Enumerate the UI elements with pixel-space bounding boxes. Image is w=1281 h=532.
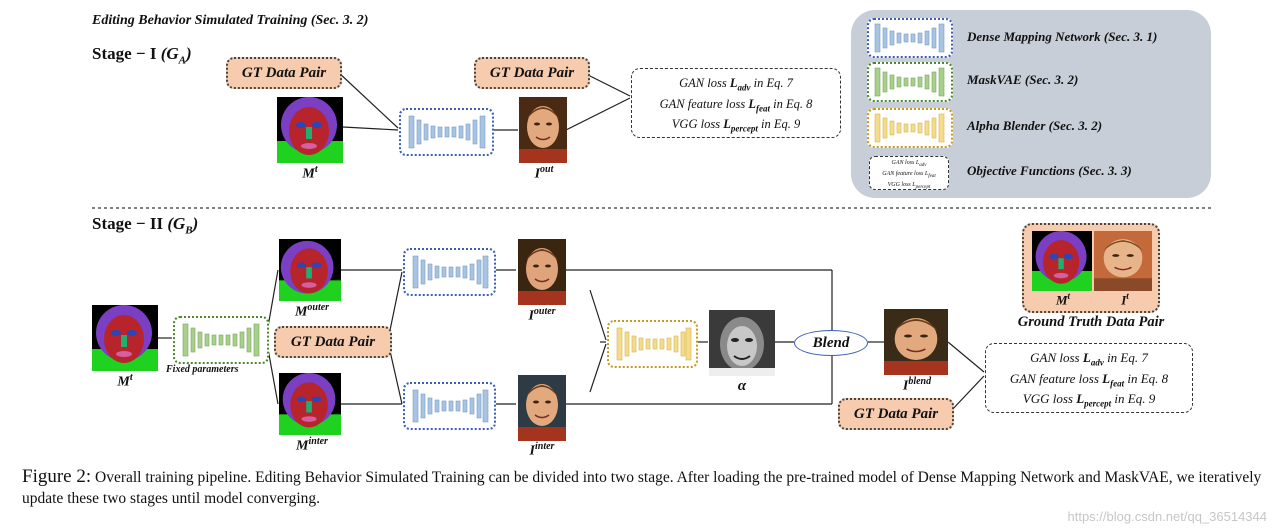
stage1-mask-label: Mt xyxy=(302,164,318,182)
stage1-label-text: Stage − I xyxy=(92,44,157,63)
figure-number: Figure 2: xyxy=(22,466,92,487)
stage1-gt-data-pair-left: GT Data Pair xyxy=(226,57,342,89)
stage2-loss-line: GAN loss Ladv in Eq. 7 xyxy=(1030,350,1148,368)
stage2-gt-data-pair-right: GT Data Pair xyxy=(838,398,954,430)
face-photo-graphic xyxy=(519,97,567,163)
ground-truth-photo-image xyxy=(1094,231,1152,291)
stage2-input-mask-label: Mt xyxy=(117,372,133,390)
legend-item-objective-functions: Objective Functions (Sec. 3. 3) xyxy=(967,163,1132,178)
stage2-maskvae-network xyxy=(173,316,269,364)
header-title-ref: (Sec. 3. 2) xyxy=(310,13,369,28)
ground-truth-pair-box: Mt It xyxy=(1022,223,1160,313)
stage2-blend-label: Iblend xyxy=(902,376,932,394)
stage2-label-text: Stage − II xyxy=(92,214,164,233)
fixed-parameters-label: Fixed parameters xyxy=(166,364,239,375)
ground-truth-photo-label: It xyxy=(1121,291,1129,308)
legend-item-maskvae: MaskVAE (Sec. 3. 2) xyxy=(967,72,1079,87)
stage1-loss-line: GAN loss Ladv in Eq. 7 xyxy=(679,76,793,93)
stage2-blend-image xyxy=(884,309,948,375)
stage1-label: Stage − I (GA) xyxy=(92,44,192,66)
blend-node: Blend xyxy=(794,330,868,356)
legend-item-dense-mapping: Dense Mapping Network (Sec. 3. 1) xyxy=(967,29,1158,44)
legend-item-alpha-blender: Alpha Blender (Sec. 3. 2) xyxy=(967,118,1103,133)
stage2-loss-line: VGG loss Lpercept in Eq. 9 xyxy=(1022,391,1156,409)
stage2-image-inter xyxy=(517,375,567,441)
stage1-gt-data-pair-right: GT Data Pair xyxy=(474,57,590,89)
stage2-image-inter-label: Iinter xyxy=(529,441,555,459)
stage2-objective-functions: GAN loss Ladv in Eq. 7 GAN feature loss … xyxy=(985,343,1193,413)
ground-truth-mask-image xyxy=(1032,231,1092,291)
stage2-dense-mapping-network-outer xyxy=(403,248,496,296)
legend-green-network-icon xyxy=(867,62,953,102)
stage2-alpha-label: α xyxy=(737,378,747,394)
legend-blue-network-icon xyxy=(867,18,953,58)
header-title-text: Editing Behavior Simulated Training xyxy=(92,13,308,28)
stage1-output-label: Iout xyxy=(534,164,554,182)
stage2-label: Stage − II (GB) xyxy=(92,214,198,236)
caption-text: Overall training pipeline. Editing Behav… xyxy=(22,469,1262,507)
header-title: Editing Behavior Simulated Training (Sec… xyxy=(92,13,368,29)
stage2-mask-outer-label: Mouter xyxy=(294,302,330,320)
stage2-mask-inter-image xyxy=(279,373,341,435)
stage2-symbol: (GB) xyxy=(167,214,199,237)
legend-objective-icon: GAN loss Ladv GAN feature loss Lfeat VGG… xyxy=(869,156,949,191)
legend-panel: Dense Mapping Network (Sec. 3. 1) MaskVA… xyxy=(851,10,1211,198)
stage1-loss-line: GAN feature loss Lfeat in Eq. 8 xyxy=(659,96,813,114)
figure-caption: Figure 2: Overall training pipeline. Edi… xyxy=(22,466,1272,509)
stage2-alpha-map-image xyxy=(709,310,775,376)
stage2-mask-outer-image xyxy=(279,239,341,301)
ground-truth-mask-label: Mt xyxy=(1055,291,1071,308)
stage2-image-outer xyxy=(517,239,567,305)
stage1-objective-functions: GAN loss Ladv in Eq. 7 GAN feature loss … xyxy=(631,68,841,138)
stage1-mask-image xyxy=(277,97,343,163)
blue-network-glyph xyxy=(408,115,486,149)
stage1-loss-line: VGG loss Lpercept in Eq. 9 xyxy=(671,117,801,134)
stage2-dense-mapping-network-inter xyxy=(403,382,496,430)
stage2-loss-line: GAN feature loss Lfeat in Eq. 8 xyxy=(1009,370,1169,389)
watermark: https://blog.csdn.net/qq_36514344 xyxy=(1067,509,1268,524)
ground-truth-title: Ground Truth Data Pair xyxy=(1017,314,1165,330)
stage2-alpha-blender-network xyxy=(607,320,698,368)
legend-yellow-network-icon xyxy=(867,108,953,148)
stage2-mask-inter-label: Minter xyxy=(296,436,328,454)
stage2-gt-data-pair-middle: GT Data Pair xyxy=(274,326,392,358)
mask-face-graphic xyxy=(277,97,343,163)
stage1-dense-mapping-network xyxy=(399,108,494,156)
stage2-image-outer-label: Iouter xyxy=(528,306,556,324)
stage1-output-image xyxy=(519,97,567,163)
stage2-input-mask-image xyxy=(92,305,158,371)
stage1-symbol: (GA) xyxy=(160,44,192,67)
